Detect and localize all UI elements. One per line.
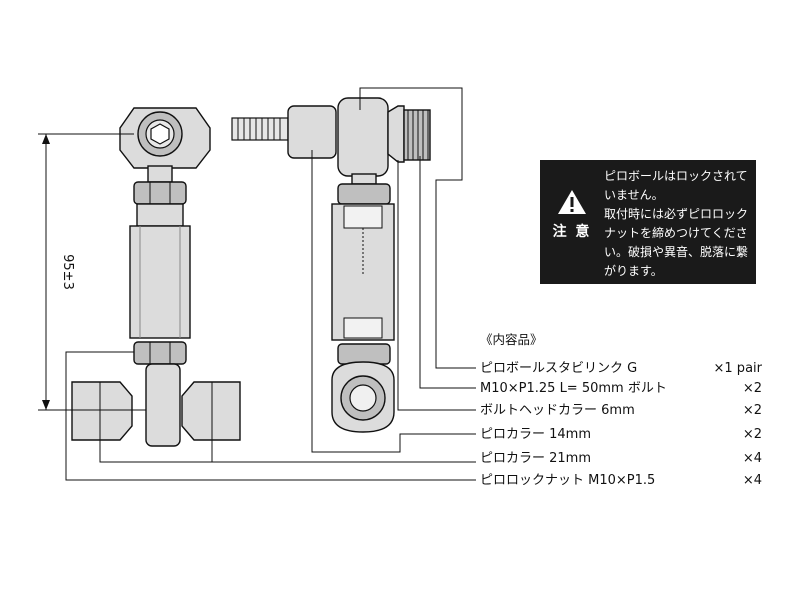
warning-line-1: ピロボールはロックされて: [604, 169, 748, 183]
warning-panel: 注 意 ピロボールはロックされて いません。 取付時には必ずピロロック ナットを…: [540, 160, 756, 284]
bolt-head-collar: [387, 105, 405, 163]
contents-item-qty: ×2: [743, 427, 762, 442]
contents-heading: 《内容品》: [480, 332, 543, 347]
contents-item-qty: ×2: [743, 381, 762, 396]
contents-item-name: ボルトヘッドカラー 6mm: [480, 403, 635, 418]
contents-item-name: ピロカラー 21mm: [480, 451, 591, 466]
contents-item-name: ピロボールスタビリンク G: [480, 361, 637, 376]
warning-triangle-icon: [558, 190, 586, 214]
contents-item-qty: ×1 pair: [714, 361, 763, 376]
dimension-label: 95±3: [60, 254, 75, 290]
upper-lock-nut: [133, 181, 187, 205]
lower-lock-nut: [133, 341, 187, 365]
warning-label: 注 意: [553, 223, 592, 240]
hex-socket: [150, 123, 170, 145]
warning-line-4: ナットを締めつけてくださ: [604, 225, 748, 240]
pillow-collar-21mm-right: [181, 381, 241, 441]
lower-pillow-eye: [145, 363, 181, 447]
contents-item-name: ピロロックナット M10×P1.5: [480, 473, 655, 488]
warning-line-2: いません。: [604, 188, 664, 202]
front-view-link: [71, 107, 241, 447]
side-lower-lock-nut: [337, 343, 391, 365]
leader-lines: [65, 87, 476, 481]
warning-line-3: 取付時には必ずピロロック: [604, 207, 748, 221]
contents-item-qty: ×4: [743, 473, 762, 488]
contents-item-qty: ×4: [743, 451, 762, 466]
pillow-collar-21mm-left: [71, 381, 133, 441]
upper-eye-side: [337, 97, 389, 177]
warning-line-6: がります。: [604, 263, 663, 278]
contents-item-name: M10×P1.25 L= 50mm ボルト: [480, 381, 667, 396]
height-dimension: 95±3: [38, 133, 146, 411]
side-view-link: [231, 97, 431, 433]
warning-line-5: い。破損や異音、脱落に繋: [604, 244, 748, 259]
contents-item-qty: ×2: [743, 403, 762, 418]
contents-item-name: ピロカラー 14mm: [480, 427, 591, 442]
link-body: [129, 225, 191, 339]
contents-list: 《内容品》 ピロボールスタビリンク G ×1 pair M10×P1.25 L=…: [480, 332, 763, 488]
side-upper-lock-nut: [337, 183, 391, 205]
